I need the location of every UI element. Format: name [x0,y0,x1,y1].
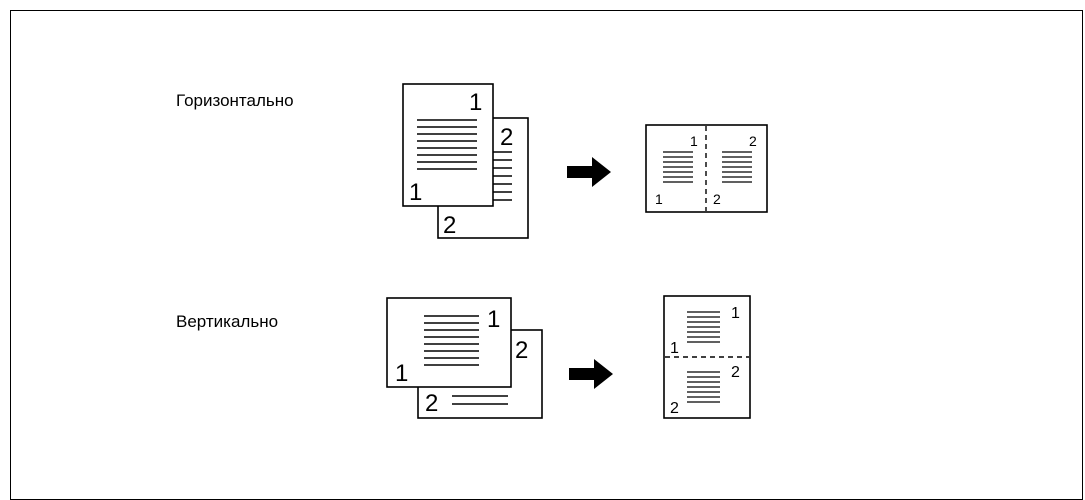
vertical-back-page-lines [452,395,508,405]
horizontal-result-right-lines [722,151,752,183]
horizontal-back-page-number-top: 2 [500,124,513,151]
horizontal-front-page [402,83,494,207]
vertical-result-sheet: 1 1 2 2 [663,295,751,419]
horizontal-result-number-1-top: 1 [690,133,698,149]
vertical-result-bottom-lines [687,371,720,403]
diagram-canvas: 2 2 1 1 [386,83,768,419]
horizontal-result-number-2-bottom: 2 [713,191,721,207]
horizontal-result-sheet: 1 1 2 2 [645,124,768,213]
vertical-source-pages: 2 2 1 1 [386,297,543,419]
vertical-front-page-number-bottom: 1 [395,360,408,387]
horizontal-front-page-number-top: 1 [469,89,482,116]
horizontal-result-number-2-top: 2 [749,133,757,149]
horizontal-front-page-lines [417,119,477,170]
vertical-result-number-2-top: 2 [731,364,740,381]
vertical-result-number-1-bottom: 1 [670,340,679,357]
horizontal-result-left-lines [663,151,693,183]
horizontal-result-number-1-bottom: 1 [655,191,663,207]
vertical-result-number-2-bottom: 2 [670,400,679,417]
horizontal-arrow-icon [567,157,611,187]
horizontal-source-pages: 2 2 1 1 [402,83,529,239]
vertical-front-page [386,297,512,388]
label-vertical: Вертикально [176,312,279,331]
horizontal-back-page-number-bottom: 2 [443,212,456,239]
horizontal-front-page-number-bottom: 1 [409,179,422,206]
vertical-front-page-lines [424,315,479,366]
vertical-result-top-lines [687,311,720,343]
vertical-front-page-number-top: 1 [487,306,500,333]
horizontal-back-page-lines [493,151,512,201]
vertical-result-number-1-top: 1 [731,305,740,322]
vertical-arrow-icon [569,359,613,389]
vertical-back-page-number-bottom: 2 [425,390,438,417]
label-horizontal: Горизонтально [176,91,294,110]
vertical-back-page-number-top: 2 [515,337,528,364]
